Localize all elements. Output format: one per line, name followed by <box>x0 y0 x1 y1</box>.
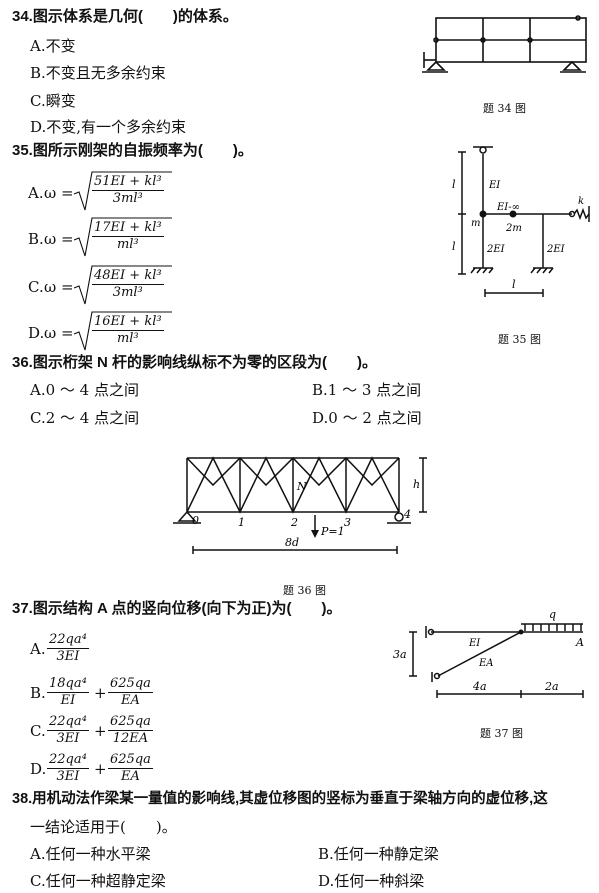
q36-node-4: 4 <box>403 508 411 521</box>
q35-fig-l3: l <box>512 278 516 291</box>
q35-caption: 题 35 图 <box>498 333 541 346</box>
q35-fig-eiinf: EI-∞ <box>496 202 520 213</box>
q37-caption: 题 37 图 <box>480 727 523 740</box>
q35-omega-c: ω = <box>44 278 74 296</box>
q38-stem-line2: 一结论适用于( )。 <box>30 818 177 836</box>
q34-option-b[interactable]: B.不变且无多余约束 <box>30 64 166 82</box>
q36-option-b[interactable]: B.1 ～ 3 点之间 <box>312 381 422 399</box>
q38-option-b[interactable]: B.任何一种静定梁 <box>318 845 439 863</box>
q35-fig-m: m <box>471 218 480 229</box>
q37-figure: q A EI EA 3a 4a 2a <box>393 608 584 698</box>
q35-fig-2m: 2m <box>505 223 522 234</box>
q37-fig-a: A <box>575 636 584 649</box>
q34-option-a[interactable]: A.不变 <box>30 37 76 55</box>
q35-omega-b: ω = <box>44 230 74 248</box>
q36-option-a[interactable]: A.0 ～ 4 点之间 <box>30 381 139 399</box>
q37-fig-q: q <box>549 608 556 621</box>
q35-omega-d: ω = <box>44 324 74 342</box>
q37-d-plus: + <box>94 760 107 778</box>
q35-omega-a: ω = <box>44 184 74 202</box>
q37-c-plus: + <box>94 722 107 740</box>
q35-fig-l1: l <box>452 178 456 191</box>
q35-option-d-label[interactable]: D. <box>28 324 45 342</box>
q37-fig-3a: 3a <box>393 648 407 661</box>
q36-fig-span: 8d <box>285 536 299 549</box>
q35-fig-2ei-right: 2EI <box>546 244 566 255</box>
q37-option-a-label[interactable]: A. <box>30 640 46 658</box>
q37-fig-4a: 4a <box>472 680 487 693</box>
q34-option-d[interactable]: D.不变,有一个多余约束 <box>30 118 187 136</box>
q37-option-d-label[interactable]: D. <box>30 760 47 778</box>
q35-stem: 35.图所示刚架的自振频率为( )。 <box>12 142 253 159</box>
q38-option-c[interactable]: C.任何一种超静定梁 <box>30 872 166 890</box>
q35-fig-l2: l <box>452 240 456 253</box>
q36-option-c[interactable]: C.2 ～ 4 点之间 <box>30 409 140 427</box>
q36-fig-h: h <box>413 478 420 491</box>
q36-node-1: 1 <box>238 516 245 529</box>
q35-sqrt-a <box>73 171 172 211</box>
q36-fig-p: P=1 <box>320 525 345 538</box>
q35-fig-2ei-left: 2EI <box>486 244 506 255</box>
q34-stem: 34.图示体系是几何( )的体系。 <box>12 8 238 25</box>
q35-fig-k: k <box>578 196 584 207</box>
q36-stem: 36.图示桁架 N 杆的影响线纵标不为零的区段为( )。 <box>12 354 378 371</box>
q37-stem: 37.图示结构 A 点的竖向位移(向下为正)为( )。 <box>12 600 342 617</box>
q36-node-2: 2 <box>290 516 298 529</box>
q35-fig-ei: EI <box>488 180 501 191</box>
q37-fig-ei: EI <box>468 638 481 649</box>
q36-figure: 0 1 2 3 4 N P=1 h 8d <box>173 456 427 554</box>
q38-option-d[interactable]: D.任何一种斜梁 <box>318 872 425 890</box>
q34-option-c[interactable]: C.瞬变 <box>30 92 76 110</box>
q38-option-a[interactable]: A.任何一种水平梁 <box>30 845 151 863</box>
q37-b-plus: + <box>94 684 107 702</box>
q35-figure: l l EI EI-∞ m 2m k 2EI 2EI l <box>452 146 590 297</box>
q35-option-a-label[interactable]: A. <box>28 184 44 202</box>
q37-option-c-label[interactable]: C. <box>30 722 46 740</box>
q35-sqrt-c <box>73 265 172 305</box>
q34-figure <box>422 15 587 73</box>
q35-sqrt-b <box>73 217 172 257</box>
q38-stem-line1: 38.用机动法作梁某一量值的影响线,其虚位移图的竖标为垂直于梁轴方向的虚位移,这 <box>12 791 548 807</box>
q37-fig-2a: 2a <box>544 680 559 693</box>
q34-caption: 题 34 图 <box>483 102 526 115</box>
q36-caption: 题 36 图 <box>283 584 326 597</box>
q35-sqrt-d <box>73 311 172 351</box>
q36-node-0: 0 <box>192 514 199 527</box>
q35-option-b-label[interactable]: B. <box>28 230 44 248</box>
q35-option-c-label[interactable]: C. <box>28 278 44 296</box>
q36-fig-n: N <box>296 480 307 493</box>
q36-option-d[interactable]: D.0 ～ 2 点之间 <box>312 409 422 427</box>
q37-fig-ea: EA <box>478 658 494 669</box>
q36-node-3: 3 <box>344 516 351 529</box>
q37-option-b-label[interactable]: B. <box>30 684 46 702</box>
